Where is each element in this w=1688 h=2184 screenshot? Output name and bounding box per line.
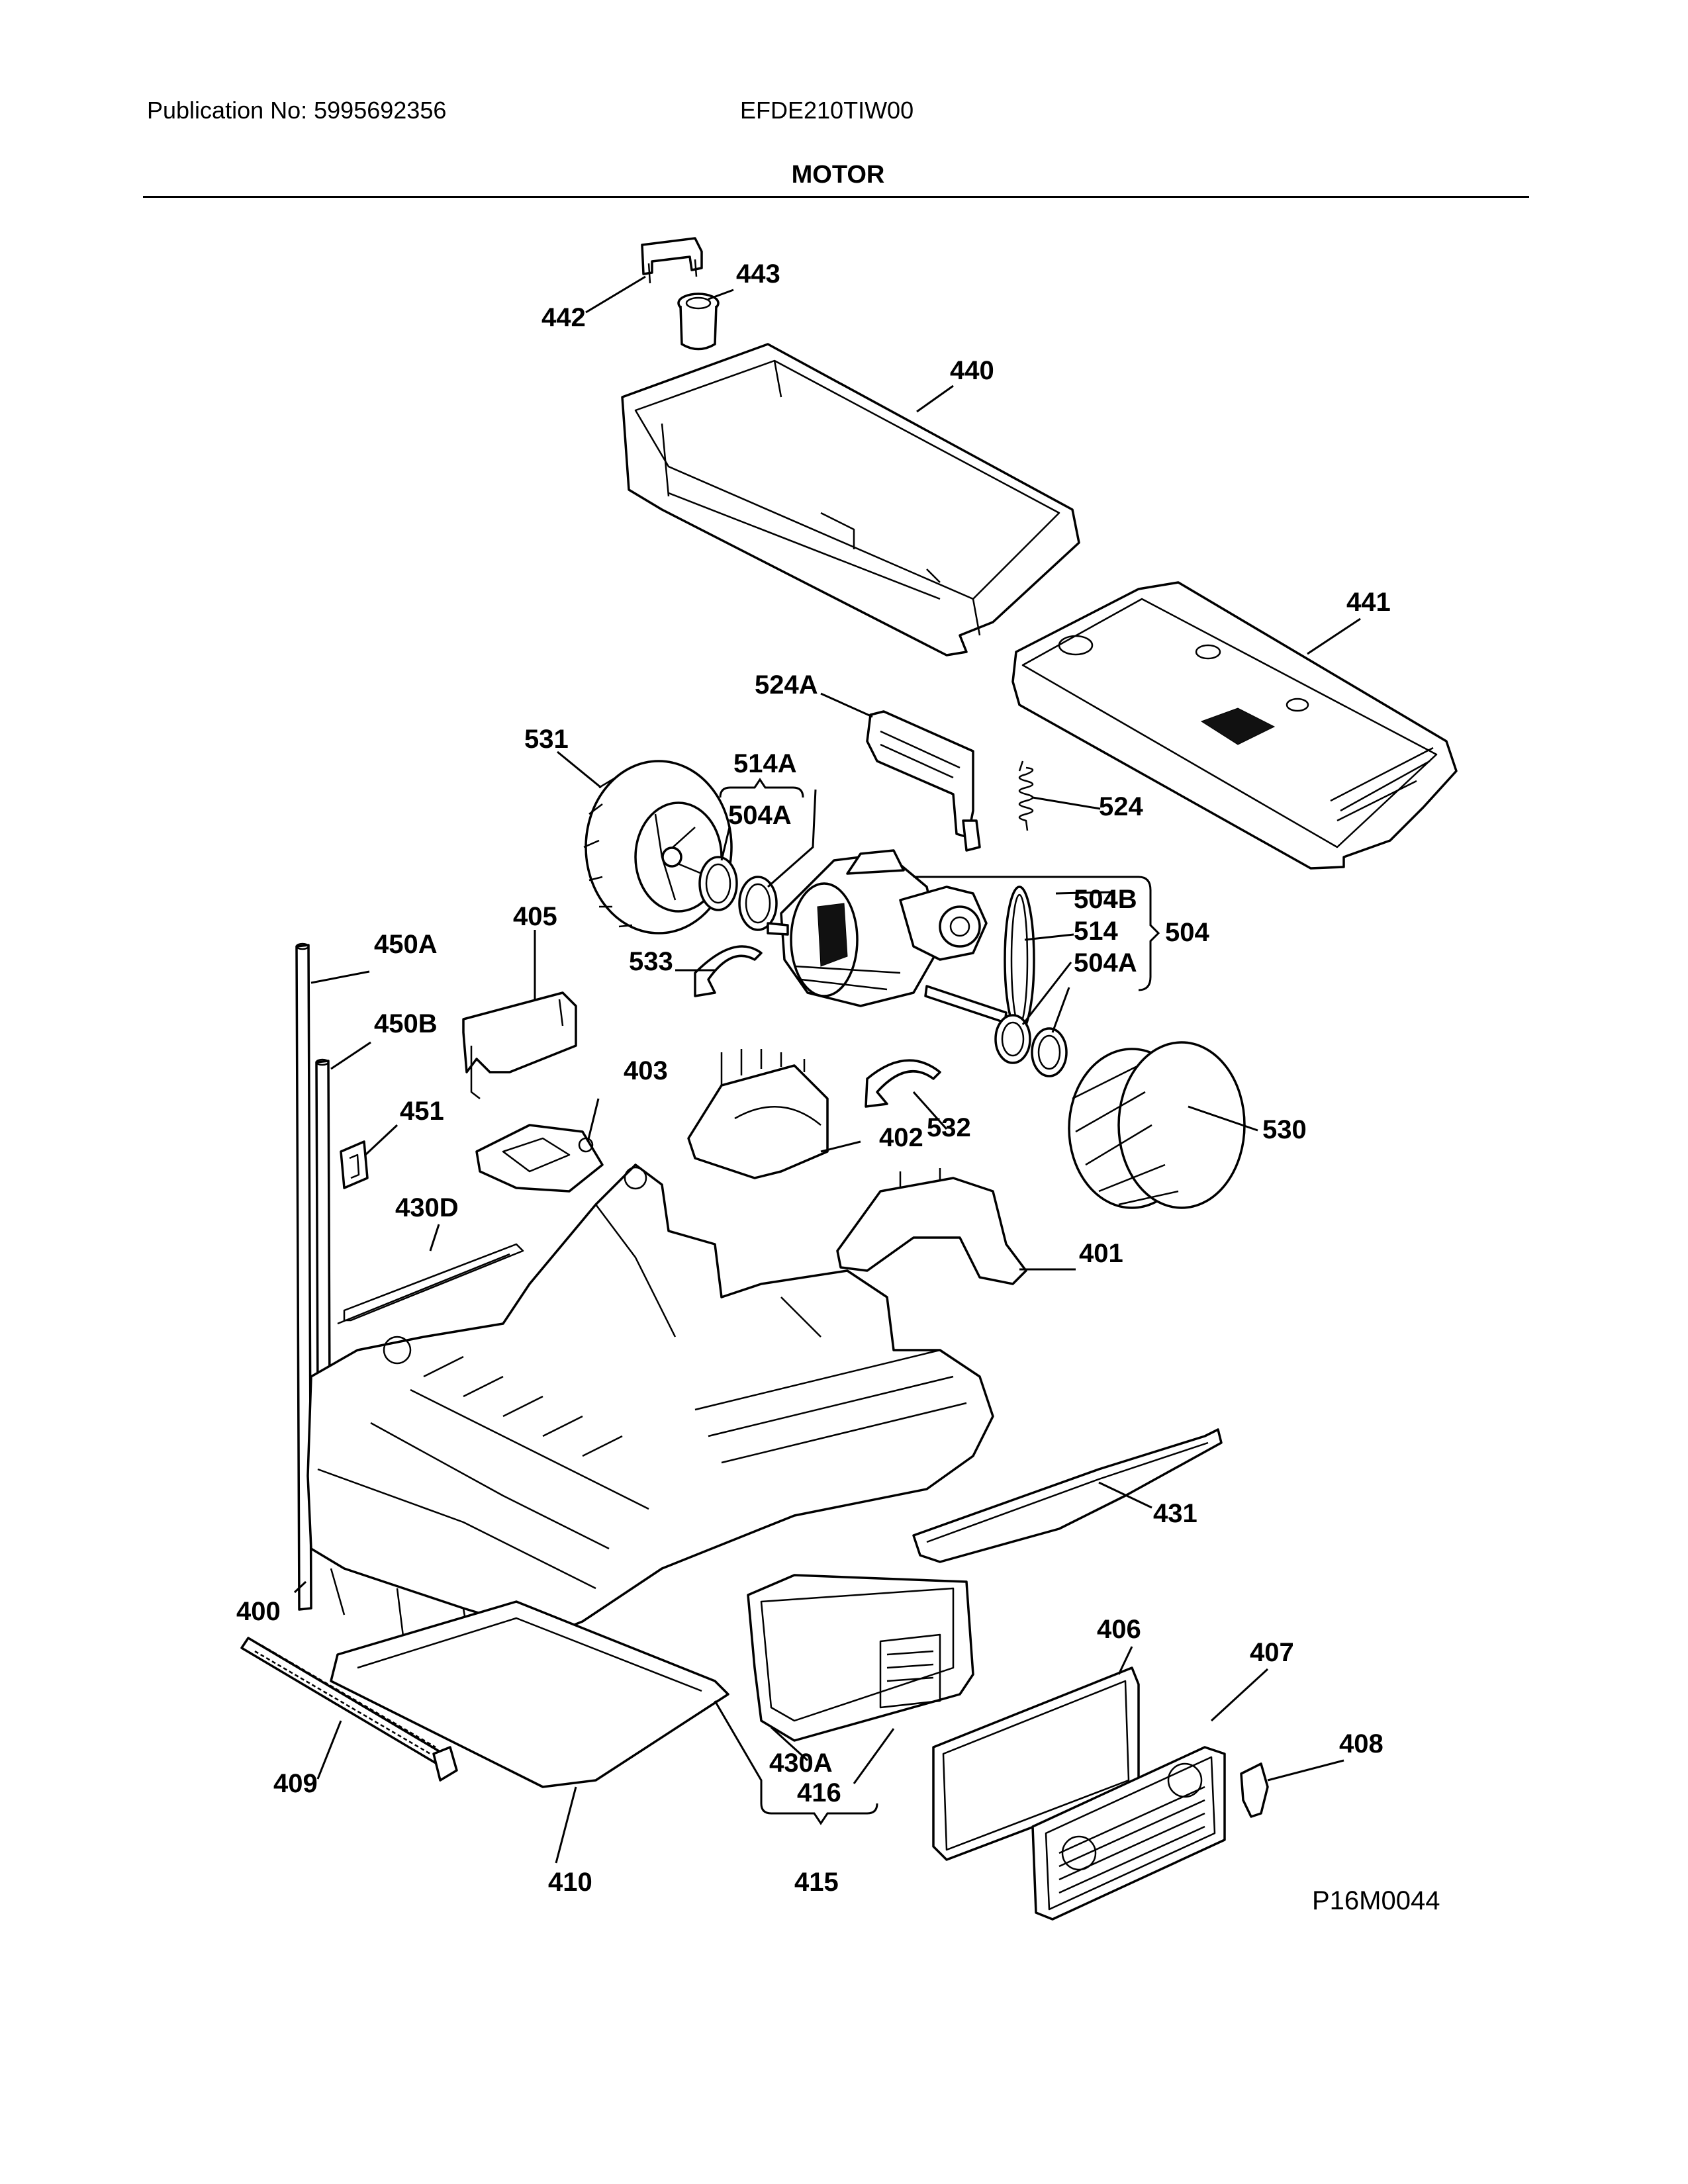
part-405-bracket	[462, 991, 577, 1099]
callout-labels: 442 443 440 441 524A 531 514A 504A 524 5…	[236, 259, 1391, 1897]
section-title: MOTOR	[791, 161, 885, 189]
part-410-base-plate	[330, 1600, 729, 1788]
part-408-latch	[1240, 1762, 1269, 1818]
callout-408: 408	[1339, 1729, 1383, 1758]
part-402-housing	[687, 1049, 829, 1179]
callout-514A: 514A	[733, 749, 797, 778]
leader-lines	[293, 275, 1361, 1864]
callout-416: 416	[797, 1778, 841, 1807]
callout-514: 514	[1074, 917, 1118, 946]
part-450A-rod	[295, 942, 312, 1611]
callout-450B: 450B	[374, 1009, 438, 1038]
part-532-clamp	[865, 1059, 941, 1108]
part-524-spring	[1018, 760, 1034, 831]
callout-504A-upper: 504A	[728, 801, 792, 830]
part-530-blower-wheel	[1068, 1041, 1246, 1209]
callout-450A: 450A	[374, 930, 438, 959]
part-403-control-board	[475, 1124, 604, 1193]
callout-531: 531	[524, 725, 569, 754]
part-504-motor	[767, 849, 1008, 1024]
callout-532: 532	[927, 1113, 971, 1142]
callout-504: 504	[1165, 918, 1209, 947]
part-431-gasket	[912, 1428, 1223, 1563]
part-450B-rod	[315, 1058, 331, 1399]
callout-443: 443	[736, 259, 780, 289]
part-441-vent-duct	[1011, 581, 1458, 870]
callout-504B: 504B	[1074, 885, 1137, 914]
part-407-grille-panel	[1031, 1746, 1226, 1921]
callout-403: 403	[624, 1056, 668, 1085]
part-533-clamp	[694, 945, 763, 997]
callout-524: 524	[1099, 792, 1143, 821]
callout-401: 401	[1079, 1239, 1123, 1268]
callout-440: 440	[950, 356, 994, 385]
callout-441: 441	[1346, 588, 1391, 617]
part-524A-bracket	[866, 710, 981, 852]
header-rule	[143, 196, 1529, 198]
publication-number: Publication No: 5995692356	[147, 97, 447, 124]
part-409-hose	[240, 1637, 458, 1782]
part-430A-filter-housing	[747, 1574, 974, 1742]
callout-407: 407	[1250, 1638, 1294, 1667]
callout-402: 402	[879, 1123, 923, 1152]
callout-405: 405	[513, 902, 557, 931]
callout-431: 431	[1153, 1499, 1197, 1528]
model-number: EFDE210TIW00	[740, 97, 914, 124]
callout-533: 533	[629, 947, 673, 976]
diagram-code: P16M0044	[1312, 1886, 1440, 1915]
part-401-housing	[836, 1168, 1027, 1285]
callout-524A: 524A	[755, 670, 818, 700]
callout-504A-right: 504A	[1074, 948, 1137, 978]
callout-451: 451	[400, 1097, 444, 1126]
callout-530: 530	[1262, 1115, 1307, 1144]
callout-442: 442	[541, 303, 586, 332]
callout-410: 410	[548, 1868, 592, 1897]
callout-415: 415	[794, 1868, 839, 1897]
callout-430A: 430A	[769, 1749, 833, 1778]
part-442-bracket	[641, 237, 703, 284]
callout-406: 406	[1097, 1615, 1141, 1644]
part-415-brace	[714, 1700, 878, 1825]
callout-409: 409	[273, 1769, 318, 1798]
callout-430D: 430D	[395, 1193, 459, 1222]
part-451-clip	[340, 1140, 369, 1189]
part-504A-seal-rings-upper	[698, 856, 778, 931]
part-430D-wire	[337, 1243, 524, 1325]
part-504A-seal-rings-lower	[994, 1014, 1068, 1077]
part-440-duct-cover	[621, 343, 1080, 657]
callout-400: 400	[236, 1597, 281, 1626]
braces	[719, 778, 1160, 991]
part-443-bushing	[677, 293, 720, 351]
part-514-belt	[1004, 886, 1035, 1034]
